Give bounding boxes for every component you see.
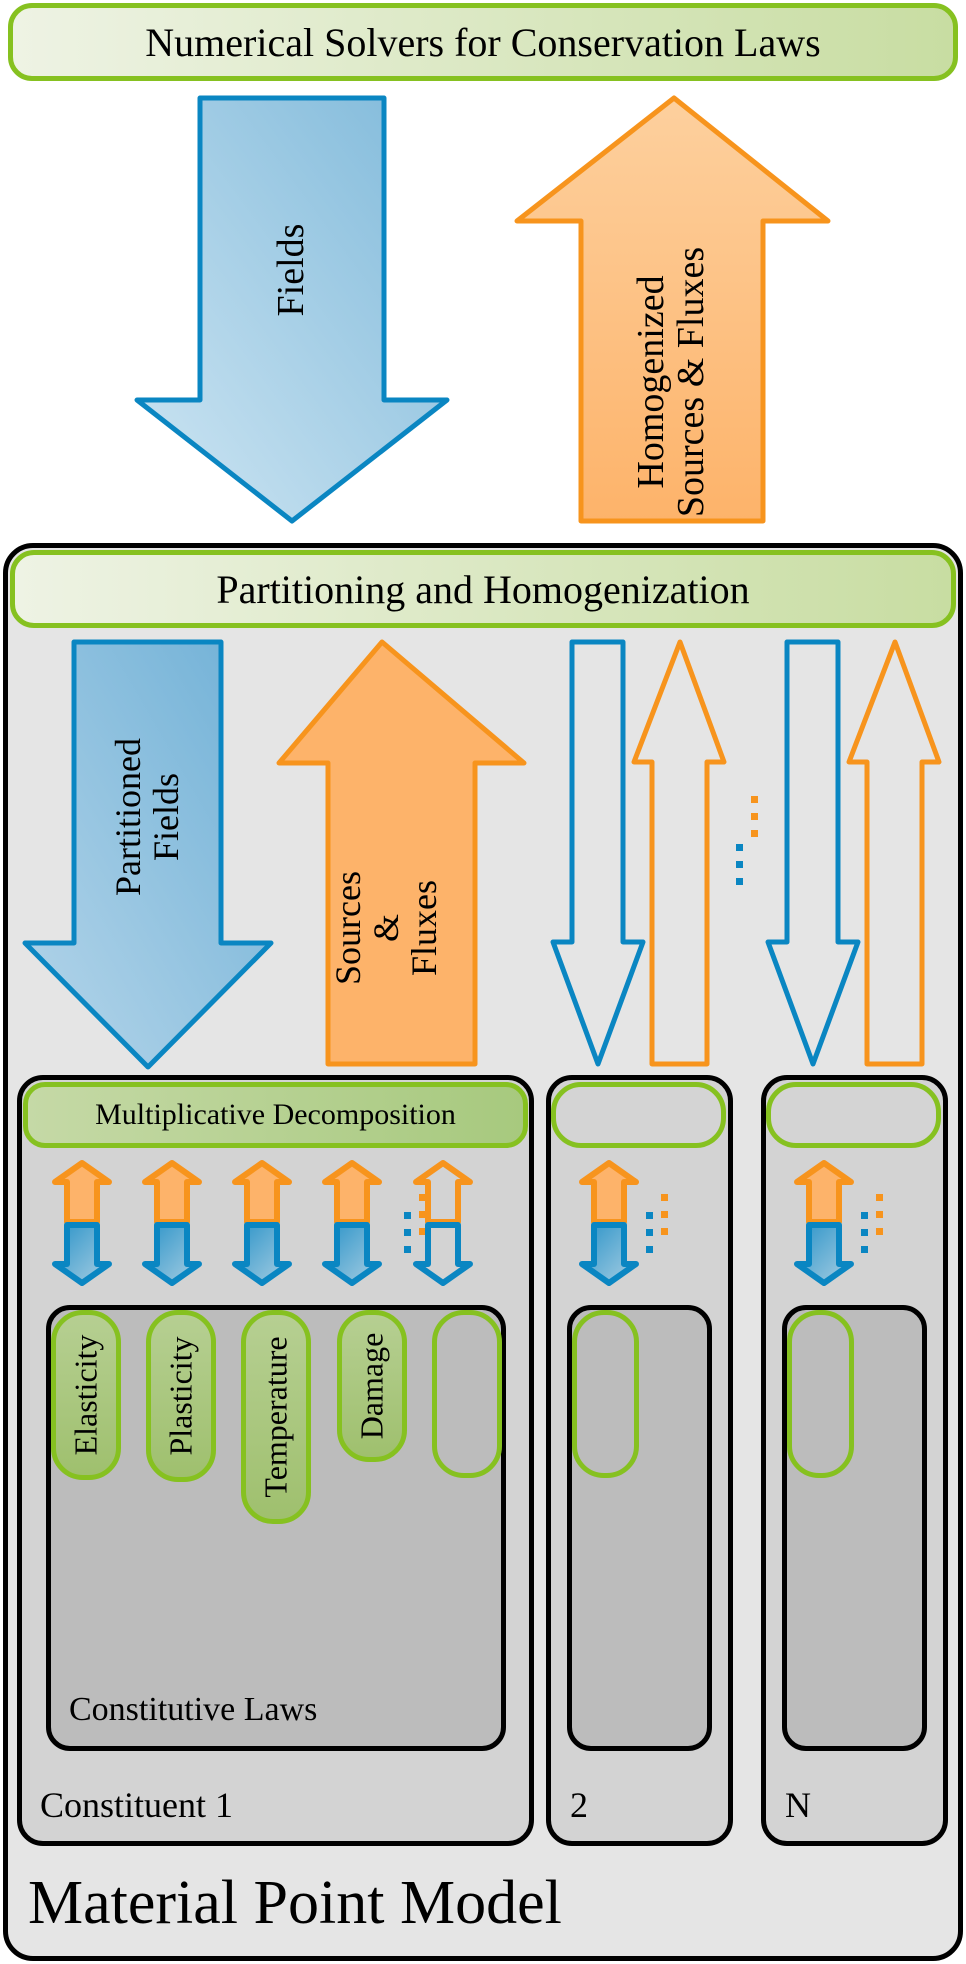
law-pill-temperature: Temperature: [241, 1310, 311, 1524]
small-down-arrow: [142, 1222, 202, 1286]
ellipsis-dot: [404, 1246, 411, 1253]
constituent-2-arrows: [550, 639, 727, 1067]
ellipsis-dot: [661, 1211, 668, 1218]
ellipsis-dot: [404, 1229, 411, 1236]
constituent-n-decomposition-bar: [766, 1082, 941, 1148]
small-down-arrow: [413, 1222, 473, 1286]
constituent-n-laws-panel: [782, 1305, 927, 1751]
constituent-2-up-arrow: [631, 639, 727, 1067]
multiplicative-decomposition-label: Multiplicative Decomposition: [95, 1098, 456, 1131]
constituent-n-arrows: [765, 639, 942, 1067]
double-arrow-1: [52, 1160, 112, 1286]
ellipsis-dot: [876, 1194, 883, 1201]
constituent-n-down-arrow: [765, 639, 861, 1067]
ellipsis-dot: [419, 1194, 426, 1201]
law-pill-empty: [432, 1310, 502, 1478]
partitioning-bar: Partitioning and Homogenization: [10, 550, 956, 628]
ellipsis-dot: [661, 1228, 668, 1235]
ellipsis-dot: [646, 1229, 653, 1236]
constituent-n-up-arrow: [846, 639, 942, 1067]
law-pill-damage: Damage: [337, 1310, 407, 1462]
ellipsis-dot: [419, 1228, 426, 1235]
partitioned-fields-down-arrow: [22, 639, 274, 1070]
double-arrow-outline: [413, 1160, 473, 1286]
small-up-arrow: [794, 1160, 854, 1225]
double-arrow-3: [232, 1160, 292, 1286]
constituent-2-down-arrow: [550, 639, 646, 1067]
constituent-1-small-arrows: [52, 1160, 473, 1286]
homogenized-up-arrow: [514, 95, 831, 524]
material-point-model-title: Material Point Model: [28, 1869, 562, 1937]
constituent-n-ellipsis-dots: [861, 1194, 883, 1253]
ellipsis-dot: [861, 1246, 868, 1253]
constitutive-laws-label: Constitutive Laws: [69, 1691, 318, 1728]
small-down-arrow: [52, 1222, 112, 1286]
small-down-arrow: [322, 1222, 382, 1286]
multiplicative-decomposition-bar: Multiplicative Decomposition: [23, 1082, 528, 1148]
ellipsis-dot: [861, 1229, 868, 1236]
constituent-2-laws-panel: [567, 1305, 712, 1751]
constituent-2-ellipsis-dots: [646, 1194, 668, 1253]
double-arrow-2: [142, 1160, 202, 1286]
sources-fluxes-up-arrow: [276, 639, 527, 1067]
partitioning-label: Partitioning and Homogenization: [216, 566, 750, 612]
ellipsis-dot: [646, 1212, 653, 1219]
ellipsis-dots: [736, 796, 758, 885]
small-down-arrow: [794, 1222, 854, 1286]
ellipsis-dot: [404, 1212, 411, 1219]
small-down-arrow: [579, 1222, 639, 1286]
numerical-solvers-bar: Numerical Solvers for Conservation Laws: [8, 3, 958, 81]
constituent-2-small-arrows: [579, 1160, 668, 1286]
law-pill-plasticity: Plasticity: [146, 1310, 216, 1482]
ellipsis-dot: [876, 1228, 883, 1235]
ellipsis-dot: [861, 1212, 868, 1219]
constituent-1-label: Constituent 1: [40, 1785, 234, 1825]
ellipsis-dot: [419, 1211, 426, 1218]
constituent-1-ellipsis-dots: [404, 1194, 426, 1253]
constituent-2-label: 2: [570, 1785, 588, 1825]
double-arrow-4: [322, 1160, 382, 1286]
ellipsis-dot: [876, 1211, 883, 1218]
constituent-2-law-pill: [572, 1310, 639, 1478]
numerical-solvers-label: Numerical Solvers for Conservation Laws: [145, 19, 821, 65]
fields-down-arrow: [134, 95, 450, 524]
constituent-2-decomposition-bar: [551, 1082, 726, 1148]
small-down-arrow: [232, 1222, 292, 1286]
ellipsis-dot: [646, 1246, 653, 1253]
constituent-n-label: N: [785, 1785, 811, 1825]
ellipsis-dot: [661, 1194, 668, 1201]
constituent-n-double-arrow: [794, 1160, 854, 1286]
law-pill-elasticity: Elasticity: [51, 1310, 121, 1480]
constituent-n-small-arrows: [794, 1160, 883, 1286]
constituent-2-double-arrow: [579, 1160, 639, 1286]
constituent-n-law-pill: [787, 1310, 854, 1478]
